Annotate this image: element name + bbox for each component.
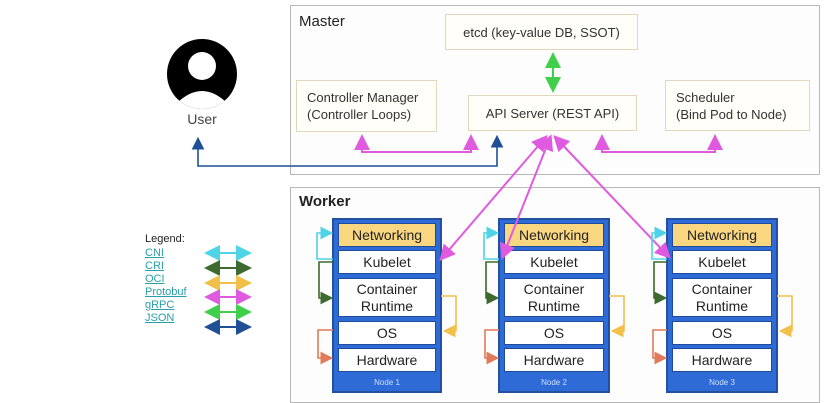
container-runtime-line2: Runtime bbox=[527, 297, 581, 314]
hardware-layer: Hardware bbox=[338, 348, 436, 372]
scheduler-component: Scheduler (Bind Pod to Node) bbox=[665, 80, 810, 131]
legend-item-cri[interactable]: CRI bbox=[145, 260, 164, 272]
scheduler-api-arrow bbox=[594, 134, 723, 153]
api-server-label: API Server (REST API) bbox=[485, 105, 620, 121]
controller-manager-component: Controller Manager (Controller Loops) bbox=[296, 80, 437, 132]
api-kubelet2-arrow bbox=[500, 134, 553, 260]
node2-connectors bbox=[483, 226, 625, 365]
legend-item-oci[interactable]: OCI bbox=[145, 273, 165, 285]
legend-item-json[interactable]: JSON bbox=[145, 312, 175, 324]
scheduler-sublabel: (Bind Pod to Node) bbox=[676, 106, 787, 122]
node-label: Node 1 bbox=[374, 378, 400, 387]
api-server-component: API Server (REST API) bbox=[468, 95, 637, 131]
container-runtime-layer: Container Runtime bbox=[338, 278, 436, 317]
legend-item-grpc[interactable]: gRPC bbox=[145, 299, 175, 311]
container-runtime-layer: Container Runtime bbox=[672, 278, 772, 317]
legend-item-protobuf[interactable]: Protobuf bbox=[145, 286, 187, 298]
master-title: Master bbox=[299, 13, 345, 30]
user-avatar-icon bbox=[167, 39, 237, 109]
os-layer: OS bbox=[338, 321, 436, 345]
api-kubelet1-arrow bbox=[439, 134, 548, 262]
legend-item-cni[interactable]: CNI bbox=[145, 247, 164, 259]
container-runtime-line1: Container bbox=[356, 280, 418, 297]
worker-node: Networking Kubelet Container Runtime OS … bbox=[332, 218, 442, 393]
legend-title: Legend: bbox=[145, 233, 185, 245]
node-label: Node 3 bbox=[709, 378, 735, 387]
hardware-layer: Hardware bbox=[672, 348, 772, 372]
kubelet-layer: Kubelet bbox=[672, 250, 772, 274]
container-runtime-line2: Runtime bbox=[360, 297, 414, 314]
container-runtime-line2: Runtime bbox=[695, 297, 749, 314]
controller-manager-sublabel: (Controller Loops) bbox=[307, 107, 412, 122]
etcd-label: etcd (key-value DB, SSOT) bbox=[463, 24, 620, 40]
networking-layer: Networking bbox=[338, 223, 436, 247]
worker-node: Networking Kubelet Container Runtime OS … bbox=[666, 218, 778, 393]
worker-title: Worker bbox=[299, 193, 351, 210]
node-label: Node 2 bbox=[541, 378, 567, 387]
container-runtime-line1: Container bbox=[523, 280, 585, 297]
container-runtime-line1: Container bbox=[691, 280, 753, 297]
node3-connectors bbox=[651, 226, 793, 365]
node1-connectors bbox=[316, 226, 457, 365]
scheduler-label: Scheduler bbox=[676, 89, 735, 105]
user-label: User bbox=[187, 111, 217, 127]
hardware-layer: Hardware bbox=[504, 348, 604, 372]
api-kubelet3-arrow bbox=[553, 135, 671, 259]
kubelet-layer: Kubelet bbox=[338, 250, 436, 274]
controller-manager-label: Controller Manager bbox=[307, 90, 419, 105]
etcd-component: etcd (key-value DB, SSOT) bbox=[445, 14, 638, 50]
user-actor bbox=[166, 38, 238, 134]
os-layer: OS bbox=[504, 321, 604, 345]
networking-layer: Networking bbox=[672, 223, 772, 247]
os-layer: OS bbox=[672, 321, 772, 345]
container-runtime-layer: Container Runtime bbox=[504, 278, 604, 317]
controller-api-arrow bbox=[354, 134, 479, 153]
